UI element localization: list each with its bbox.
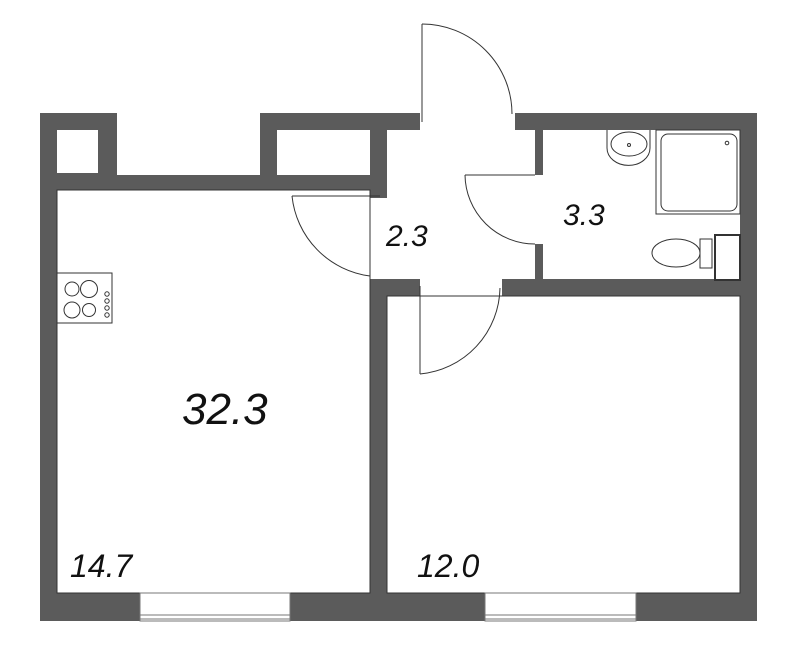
sink-icon — [606, 130, 651, 166]
bedroom-area-label: 12.0 — [417, 548, 480, 584]
kitchen-living-area-label: 14.7 — [70, 548, 133, 584]
bathroom-area-label: 3.3 — [563, 199, 605, 232]
stove-icon — [56, 272, 113, 324]
hallway-area-label: 2.3 — [386, 220, 428, 253]
doors — [291, 23, 536, 375]
shower-icon — [655, 129, 741, 215]
walls — [40, 113, 757, 621]
toilet-icon — [651, 234, 741, 281]
total-area-label: 32.3 — [182, 385, 268, 434]
windows — [139, 592, 637, 622]
